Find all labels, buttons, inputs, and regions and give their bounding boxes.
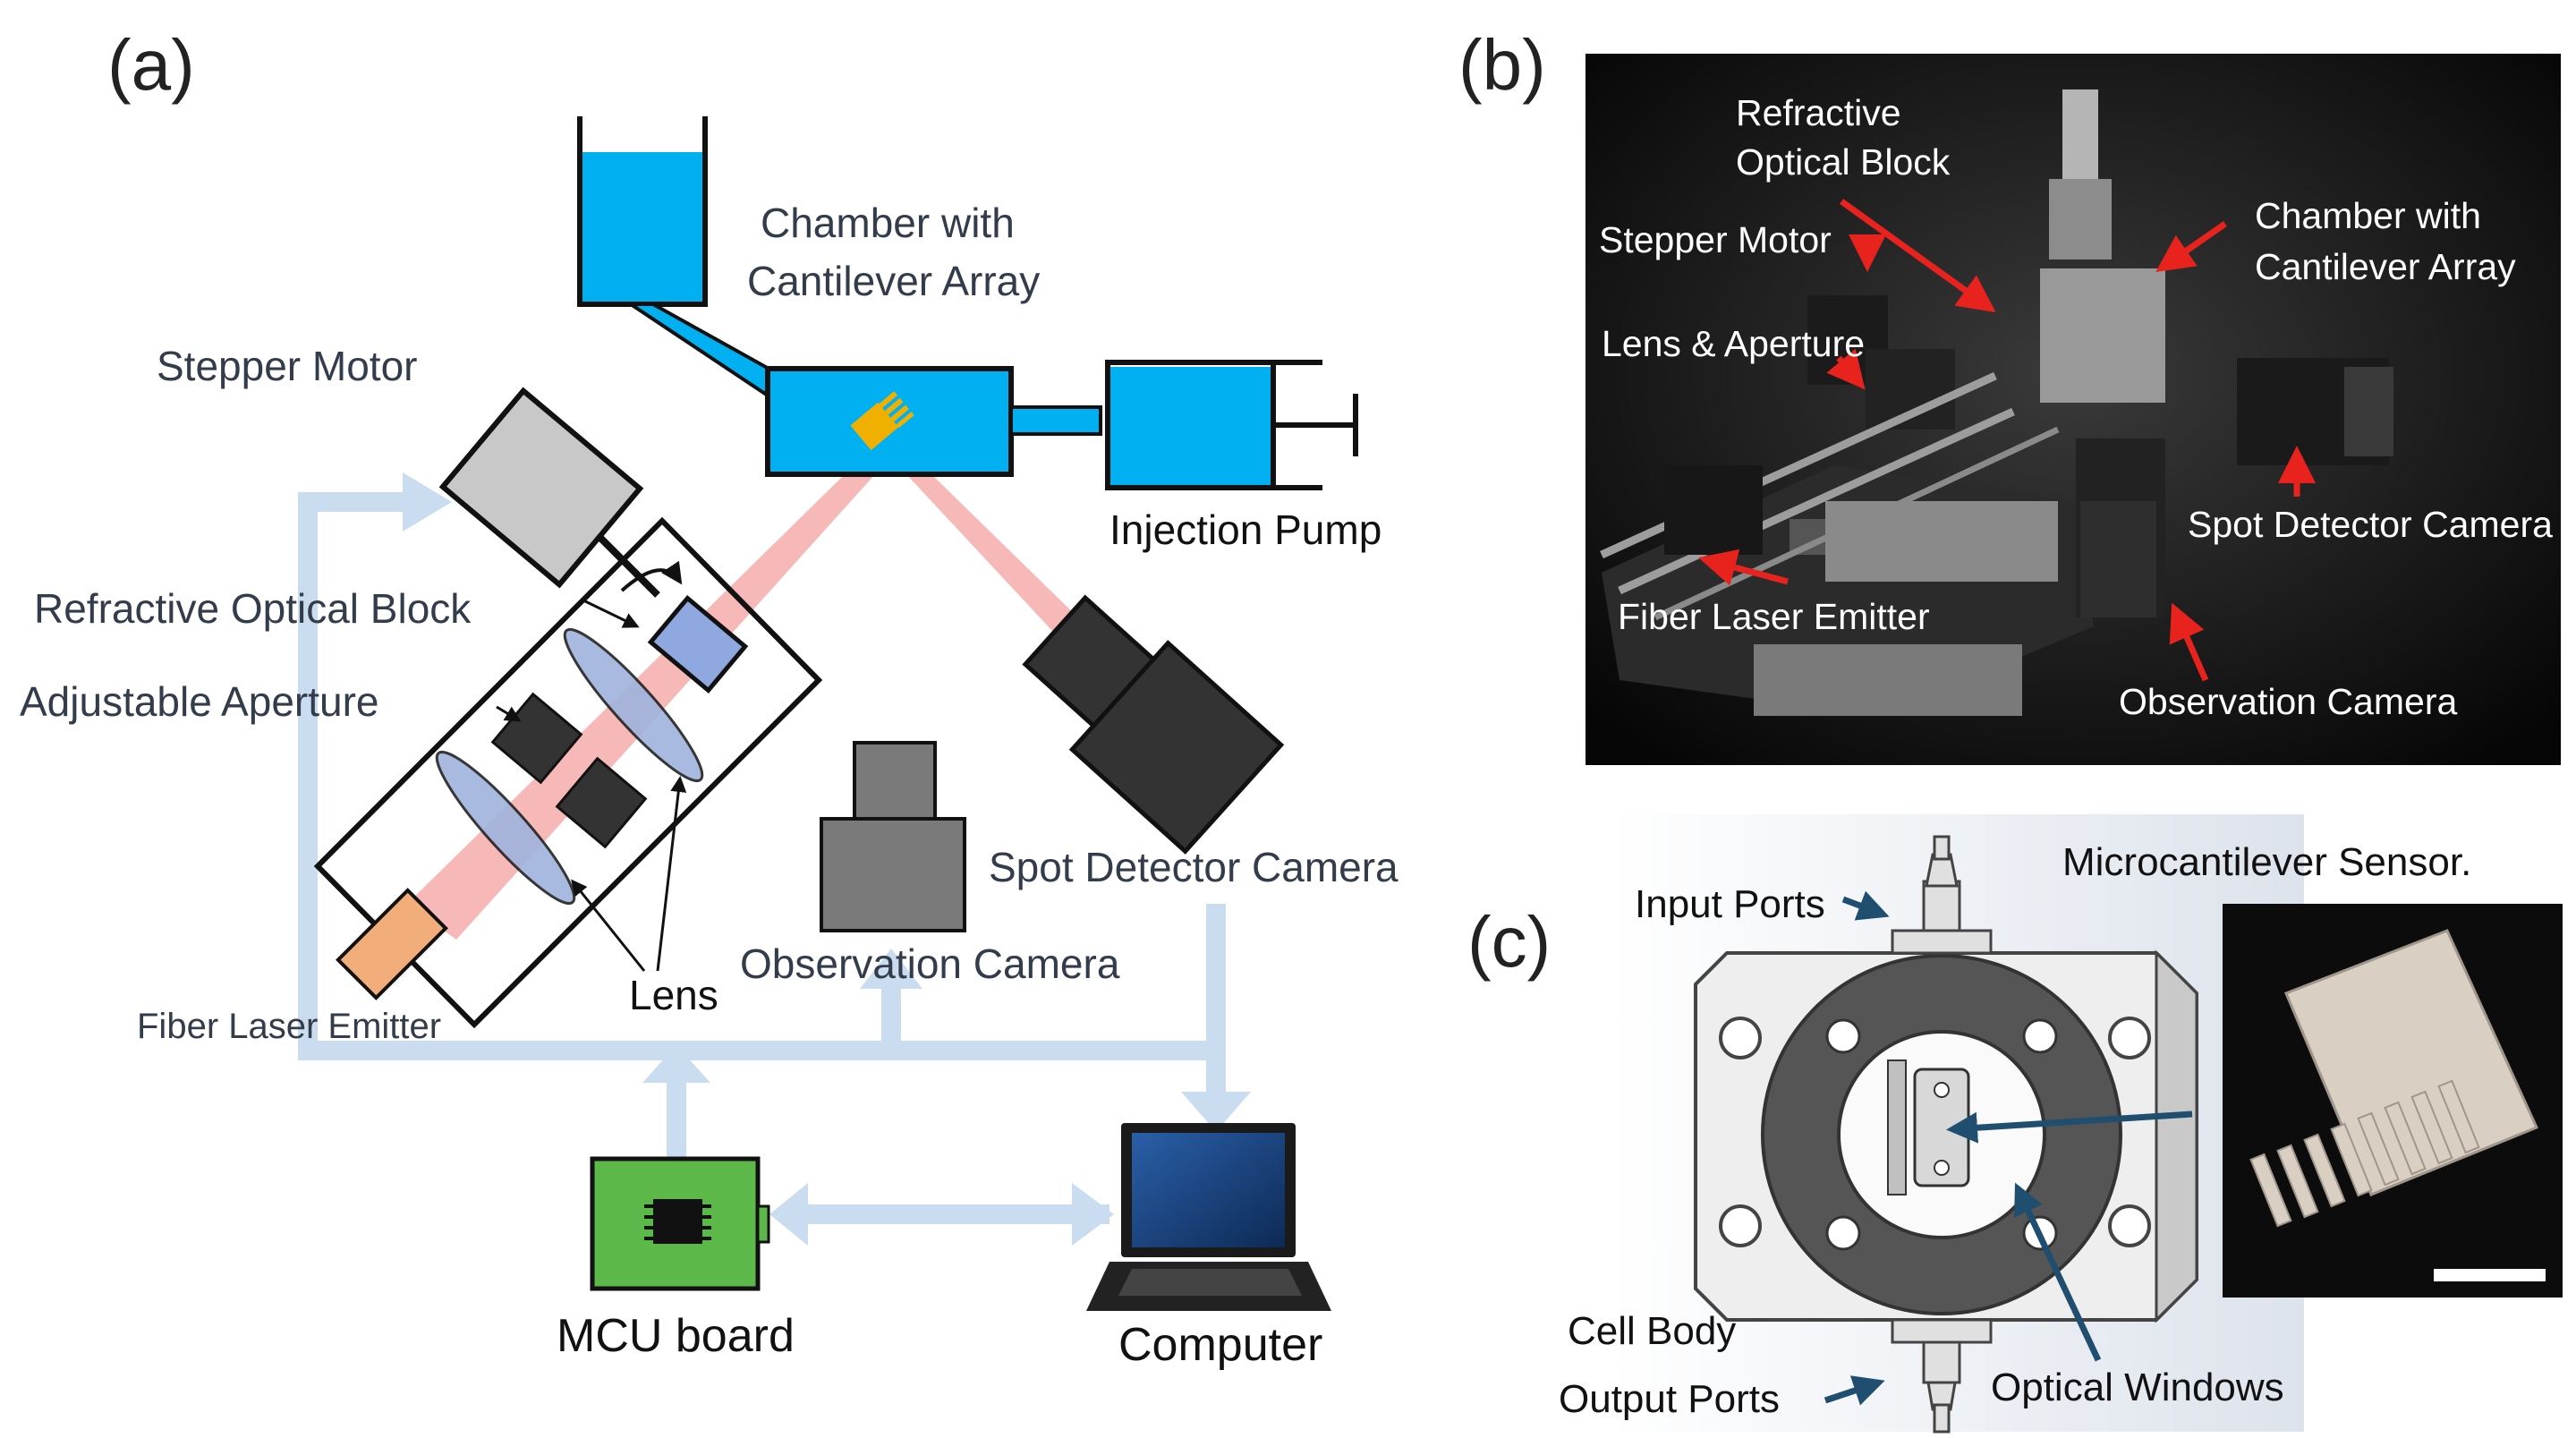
photo-label-lens-aperture: Lens & Aperture xyxy=(1602,323,1865,364)
cantilever-chamber xyxy=(765,366,1102,477)
panel-label-a: (a) xyxy=(107,25,195,105)
label-adjustable-aperture: Adjustable Aperture xyxy=(20,678,379,725)
spot-camera-icon xyxy=(1022,594,1285,855)
photo-label-observation: Observation Camera xyxy=(2119,681,2457,722)
label-spot-detector-camera: Spot Detector Camera xyxy=(989,844,1399,890)
aperture-lower-icon xyxy=(555,756,648,849)
label-chamber: Chamber with Cantilever Array xyxy=(747,200,1040,304)
injection-pump-icon xyxy=(1105,360,1358,490)
pointer-aperture xyxy=(496,705,522,722)
panel-c: (c) xyxy=(1467,814,2563,1434)
label-chamber-line1: Chamber with xyxy=(761,200,1015,246)
pointer-refractive xyxy=(581,598,640,628)
signal-arrows xyxy=(298,472,1251,1246)
label-optical-windows: Optical Windows xyxy=(1991,1366,2284,1409)
label-observation-camera: Observation Camera xyxy=(740,940,1120,987)
cad-arrows xyxy=(1824,890,2193,1406)
photo-label-refractive: Refractive Optical Block xyxy=(1736,92,1951,183)
refractive-block-icon xyxy=(647,594,749,694)
photo-label-spot-camera: Spot Detector Camera xyxy=(2188,504,2553,545)
label-input-ports: Input Ports xyxy=(1635,882,1825,926)
label-output-ports: Output Ports xyxy=(1559,1377,1780,1421)
laser-beam-reflected xyxy=(881,438,1087,644)
label-computer: Computer xyxy=(1118,1319,1322,1371)
label-injection-pump: Injection Pump xyxy=(1109,506,1382,553)
lens-upper-icon xyxy=(563,627,704,783)
label-lens: Lens xyxy=(629,972,718,1018)
mcu-board-icon xyxy=(590,1156,770,1291)
photo-label-chamber-line1: Chamber with xyxy=(2255,195,2481,236)
fluid-reservoir xyxy=(577,116,708,307)
photo-apparatus xyxy=(1600,89,2393,716)
motor-shaft xyxy=(597,534,660,598)
panel-a: (a) xyxy=(20,25,1399,1371)
input-port-icon xyxy=(1891,835,1993,955)
computer-icon xyxy=(1086,1123,1331,1311)
laser-beam-incident xyxy=(407,434,899,940)
panel-label-b: (b) xyxy=(1458,25,1546,105)
rotation-arrow xyxy=(620,560,683,592)
photo-label-stepper: Stepper Motor xyxy=(1599,219,1832,260)
lens-lower-icon xyxy=(435,750,576,906)
label-fiber-laser-emitter: Fiber Laser Emitter xyxy=(137,1007,441,1046)
cantilever-chip-icon xyxy=(850,391,914,451)
label-microcantilever-sensor: Microcantilever Sensor. xyxy=(2062,840,2471,884)
sensor-chip-icon xyxy=(2249,929,2539,1228)
panel-label-c: (c) xyxy=(1467,902,1551,982)
optical-rail-frame xyxy=(313,516,823,1029)
label-cell-body: Cell Body xyxy=(1568,1309,1736,1353)
observation-camera-icon xyxy=(820,741,966,932)
photo-label-fiber-laser: Fiber Laser Emitter xyxy=(1618,596,1930,637)
photo-label-chamber: Chamber with Cantilever Array xyxy=(2255,195,2516,287)
panel-b: (b) xyxy=(1458,25,2561,765)
fiber-emitter-icon xyxy=(336,888,448,1000)
output-port-icon xyxy=(1891,1318,1993,1434)
photo-label-refractive-line2: Optical Block xyxy=(1736,141,1951,183)
pointer-lens-b xyxy=(656,776,687,972)
photo-arrows xyxy=(1698,199,2316,682)
photo-label-refractive-line1: Refractive xyxy=(1736,92,1901,133)
pointer-lens-a xyxy=(571,879,646,972)
label-refractive-optical-block: Refractive Optical Block xyxy=(34,585,472,632)
label-mcu-board: MCU board xyxy=(557,1310,795,1362)
scale-bar xyxy=(2434,1269,2546,1281)
photo-label-chamber-line2: Cantilever Array xyxy=(2255,246,2516,287)
cell-body-icon xyxy=(1694,949,2198,1323)
label-chamber-line2: Cantilever Array xyxy=(747,258,1040,304)
stepper-motor-icon xyxy=(438,387,644,589)
label-stepper-motor: Stepper Motor xyxy=(157,343,417,389)
fluid-tube xyxy=(625,302,781,396)
